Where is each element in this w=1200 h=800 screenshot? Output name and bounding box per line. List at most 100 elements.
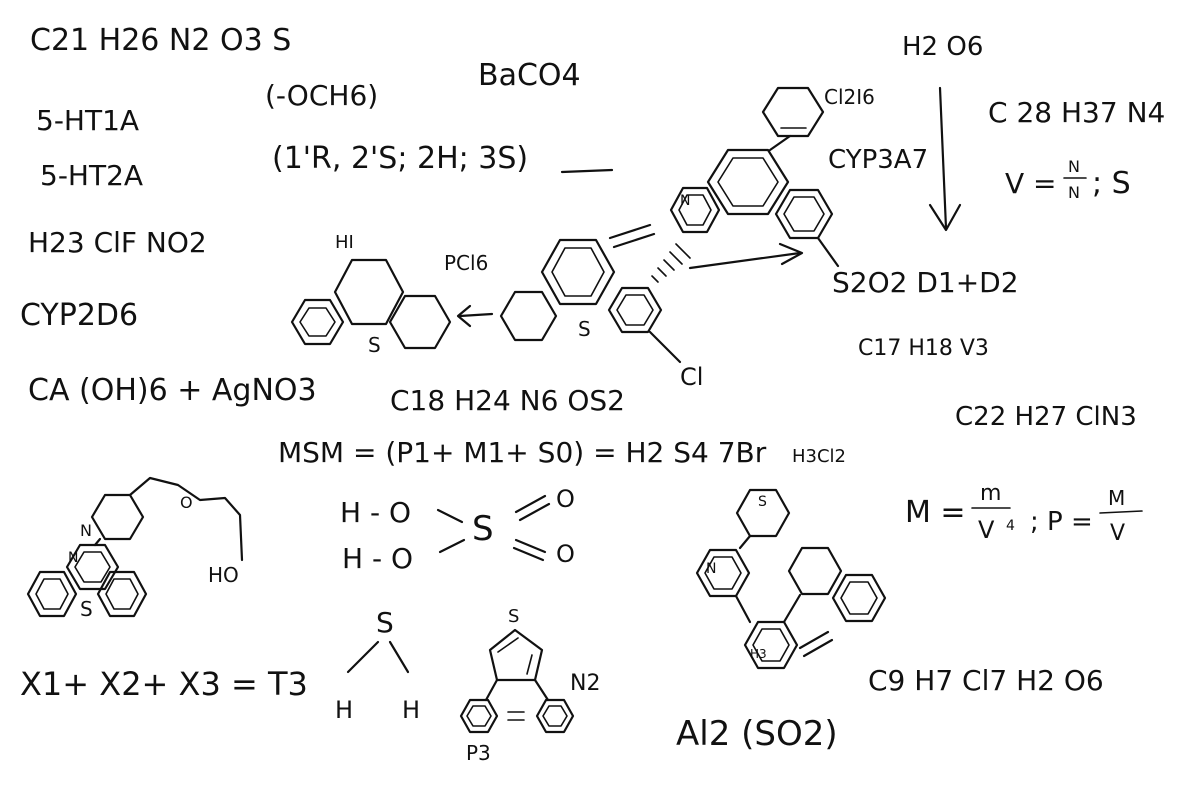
- formula-c18h24n6os2: C18 H24 N6 OS2: [390, 384, 625, 417]
- label-o-sulf2: O: [556, 540, 575, 568]
- label-o-sulf1: O: [556, 485, 575, 513]
- formula-h2o6: H2 O6: [902, 32, 983, 62]
- label-h-right: H: [402, 696, 420, 724]
- double-bond-1: [608, 223, 652, 240]
- ring-thio-phenyl-left-inner: [466, 705, 492, 727]
- ring-br-top: [735, 488, 791, 538]
- formula-cl2i6: Cl2I6: [824, 85, 875, 109]
- ring-br-right-a: [787, 546, 843, 596]
- ring-center-large: [706, 148, 790, 216]
- ring-benzene-mid-inner: [551, 247, 605, 297]
- bond-o-s-1: [436, 508, 464, 524]
- ring-center-large-inner: [717, 157, 779, 207]
- ring-br-right-b-inner: [840, 581, 878, 615]
- label-n-bl2: N: [68, 550, 78, 566]
- formula-x1x2x3-t3: X1+ X2+ X3 = T3: [20, 665, 308, 703]
- arrow-down-shaft: [938, 86, 948, 230]
- formula-5-ht2a: 5-HT2A: [40, 159, 143, 192]
- arrow-left-head: [456, 304, 472, 328]
- ring-thio: [488, 628, 544, 682]
- eq-p-num: M: [1108, 486, 1125, 510]
- label-h3-br: H3: [750, 647, 767, 661]
- label-n-bl1: N: [80, 521, 92, 540]
- bond-br-1: [738, 534, 752, 550]
- formula-s2o2-d1d2: S2O2 D1+D2: [832, 266, 1019, 299]
- bond-s-o2-b: [512, 546, 545, 562]
- chain-bl: [128, 476, 244, 562]
- eq-v-lhs: V =: [1005, 167, 1057, 200]
- label-s-mid: S: [578, 317, 591, 341]
- arrow-right-shaft: [688, 251, 802, 270]
- eq-v-s: ; S: [1092, 166, 1131, 201]
- label-o-bl: O: [180, 493, 193, 512]
- hashed-wedge-bond: [651, 243, 691, 283]
- bond-bl-mid: [93, 537, 102, 547]
- label-cl: Cl: [680, 363, 703, 391]
- ring-top-phenyl: [761, 86, 825, 138]
- bond-thio-right: [533, 678, 550, 702]
- label-ho-bl: HO: [208, 563, 239, 587]
- ring-cyclohexane-right: [388, 294, 452, 350]
- ring-bl-right: [96, 570, 148, 618]
- arrow-right-head: [778, 242, 804, 266]
- bond-br-2: [734, 594, 752, 624]
- eq-m-den: V: [978, 516, 995, 544]
- label-n-br: N: [706, 561, 716, 577]
- bond-cl: [648, 330, 682, 364]
- ring-benzene-left-inner: [299, 307, 336, 337]
- ring-benzene-mid: [540, 238, 616, 306]
- bond-s-o1-b: [518, 502, 551, 522]
- eq-v-den: N: [1068, 183, 1080, 202]
- label-p3: P3: [466, 741, 491, 765]
- formula-cyp3a7: CYP3A7: [828, 145, 928, 175]
- bond-s-h-left: [346, 640, 380, 674]
- double-bond-2: [612, 232, 656, 249]
- formula-och6: (-OCH6): [265, 79, 378, 112]
- label-s-h2s: S: [376, 606, 394, 639]
- eq-m-lhs: M =: [905, 495, 966, 530]
- eq-p-den: V: [1110, 521, 1125, 546]
- eq-m-num: m: [980, 481, 1001, 506]
- formula-c9h7cl7h2o6: C9 H7 Cl7 H2 O6: [868, 664, 1104, 697]
- ring-pyridine: [669, 186, 721, 234]
- label-s-br: S: [758, 494, 767, 510]
- formula-h3cl2: H3Cl2: [792, 446, 846, 467]
- eq-p-fraction-bar: [1099, 510, 1143, 514]
- label-s-bl: S: [80, 597, 93, 621]
- bond-s-o2-a: [514, 538, 547, 554]
- label-h-o-1: H - O: [340, 496, 411, 529]
- bond-br-3: [782, 593, 802, 624]
- label-n-ring: N: [680, 193, 690, 209]
- bond-top-phenyl: [768, 134, 792, 152]
- ring-thio-phenyl-right-inner: [542, 705, 568, 727]
- ring-cyclohexane-top: [333, 258, 405, 326]
- ring-br-bottom-inner: [752, 628, 790, 662]
- ring-br-right-b: [831, 573, 887, 623]
- label-s-thio: S: [508, 606, 519, 627]
- ring-right-phenyl-inner: [783, 196, 825, 232]
- bond-br-db2: [802, 638, 834, 658]
- bond-s-h-right: [388, 640, 410, 674]
- formula-c28h37n4: C 28 H37 N4: [988, 96, 1165, 129]
- eq-p-lhs: ; P =: [1030, 507, 1093, 537]
- eq-m-exp: 4: [1006, 518, 1015, 534]
- ring-thio-db: [497, 637, 519, 653]
- label-n2: N2: [570, 671, 600, 696]
- ring-thio-phenyl-right: [535, 698, 575, 734]
- ring-br-pyridine-inner: [704, 556, 742, 590]
- label-pcl6: PCl6: [444, 251, 488, 275]
- bond-br-db1: [798, 630, 830, 650]
- formula-al2so2: Al2 (SO2): [676, 714, 838, 754]
- arrow-down-head: [928, 203, 962, 232]
- underline-3s: [560, 168, 614, 174]
- arrow-left-shaft: [458, 312, 494, 318]
- ring-bl-top: [90, 493, 145, 541]
- bond-o-s-2: [438, 538, 466, 554]
- formula-ca-oh6-agno3: CA (OH)6 + AgNO3: [28, 373, 317, 408]
- ring-cyclohexane-mid: [499, 290, 558, 342]
- label-s-left: S: [368, 333, 381, 357]
- label-hi: HI: [335, 232, 354, 253]
- formula-msm: MSM = (P1+ M1+ S0) = H2 S4 7Br: [278, 436, 767, 469]
- formula-h23clfno2: H23 ClF NO2: [28, 226, 207, 259]
